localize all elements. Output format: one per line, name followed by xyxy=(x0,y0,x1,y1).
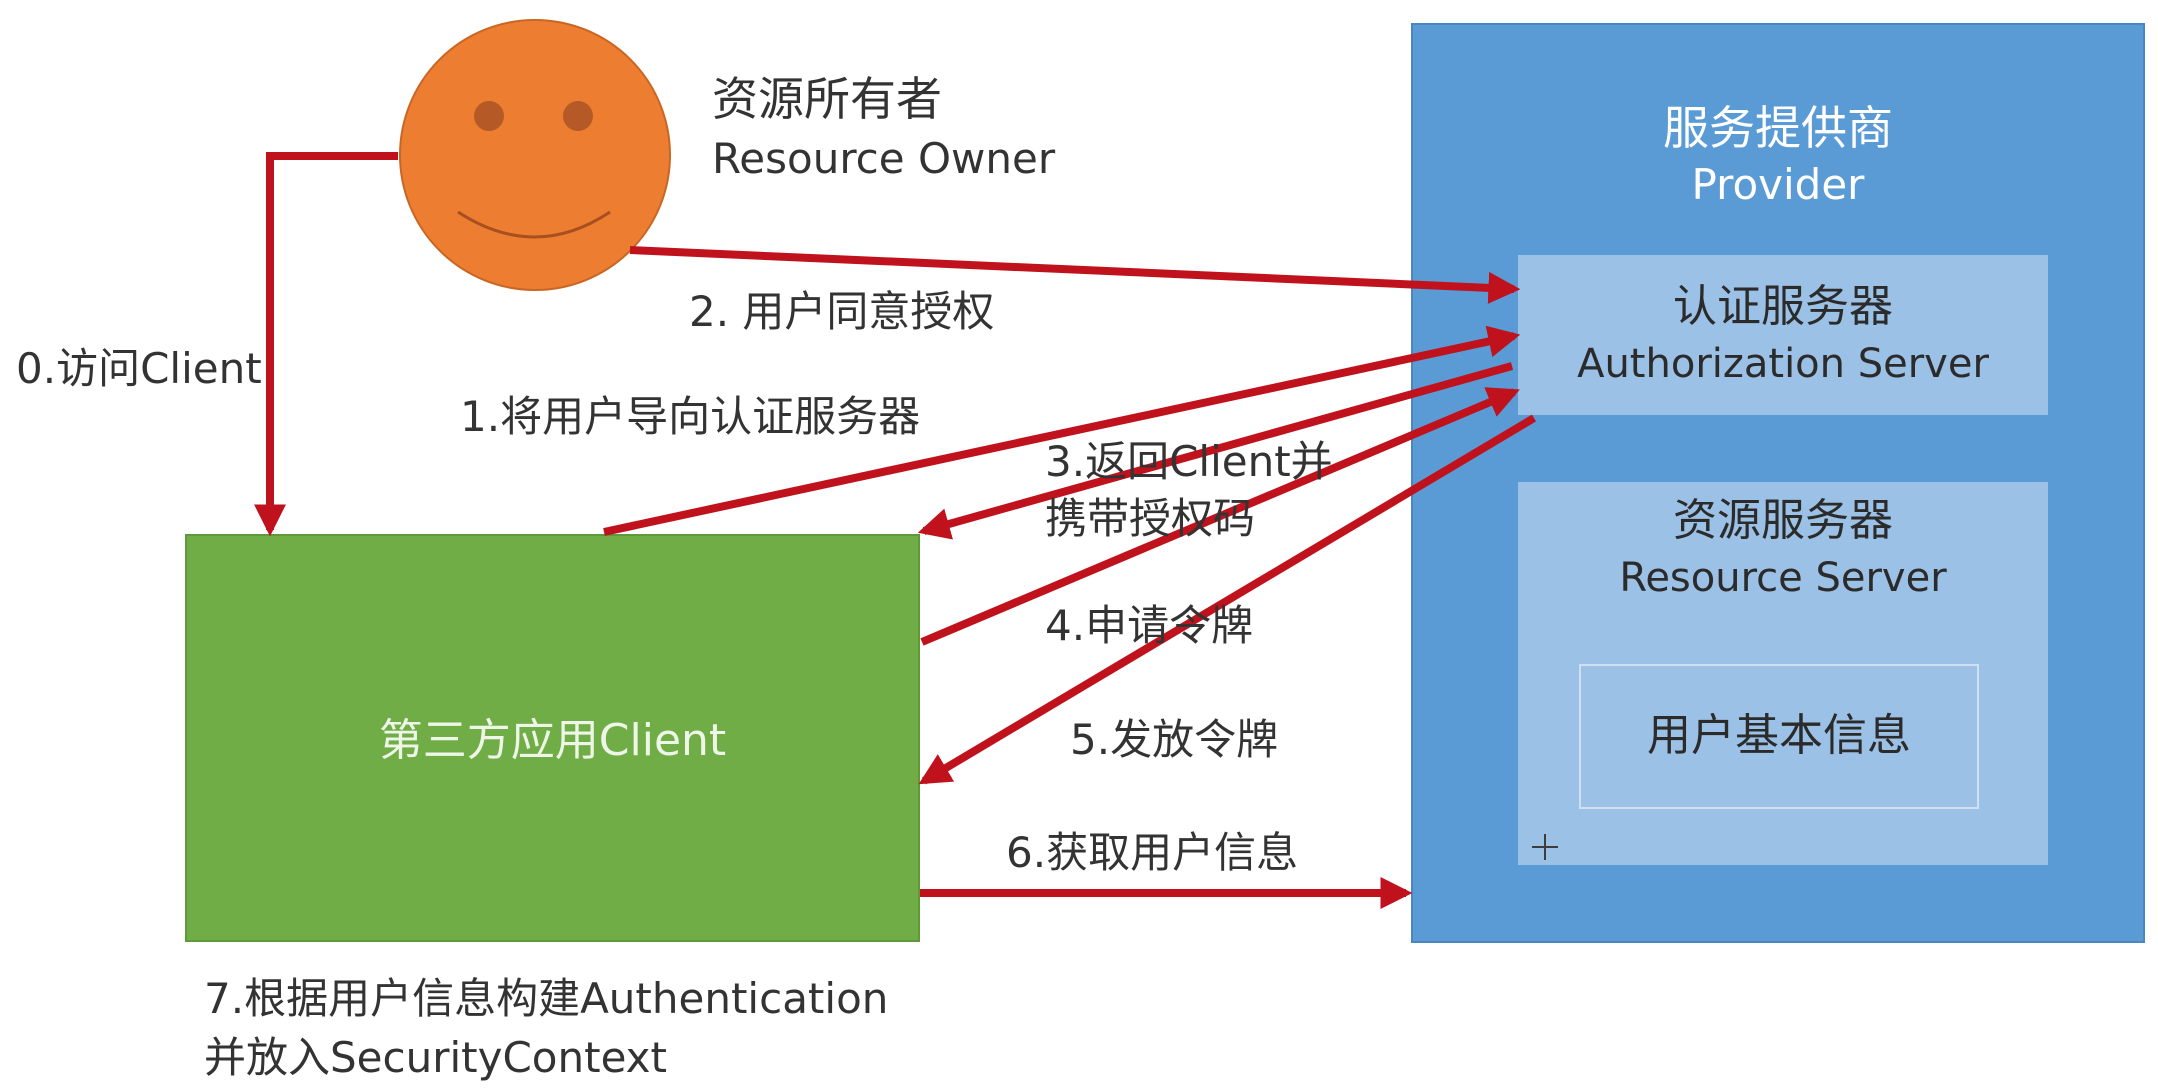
step-0-label: 0.访问Client xyxy=(16,344,262,393)
resource-server-title-cn: 资源服务器 xyxy=(1673,495,1893,546)
authorization-server-title-cn: 认证服务器 xyxy=(1673,281,1893,332)
client-box xyxy=(185,534,920,942)
resource-owner-title-cn: 资源所有者 xyxy=(712,72,942,126)
step-4-label: 4.申请令牌 xyxy=(1045,601,1254,650)
step-6-label: 6.获取用户信息 xyxy=(1006,828,1299,877)
provider-title-en: Provider xyxy=(1691,160,1865,209)
arrow-step-4 xyxy=(920,387,1520,646)
step-3-label-line2: 携带授权码 xyxy=(1045,494,1256,543)
arrow-step-0 xyxy=(254,152,398,537)
resource-server-box xyxy=(1518,482,2048,865)
authorization-server-title-en: Authorization Server xyxy=(1577,341,1989,387)
provider-title-cn: 服务提供商 xyxy=(1663,101,1893,155)
resource-server-title-en: Resource Server xyxy=(1619,555,1947,601)
step-1-label: 1.将用户导向认证服务器 xyxy=(460,392,921,441)
step-7-label-line2: 并放入SecurityContext xyxy=(204,1033,668,1082)
resource-owner-title-en: Resource Owner xyxy=(712,134,1056,183)
step-7-label-line1: 7.根据用户信息构建Authentication xyxy=(204,974,889,1023)
step-2-label: 2. 用户同意授权 xyxy=(689,287,995,336)
step-5-label: 5.发放令牌 xyxy=(1070,715,1279,764)
arrow-step-5 xyxy=(918,414,1537,785)
arrow-step-1 xyxy=(603,325,1521,536)
user-info-box xyxy=(1579,664,1979,809)
client-title: 第三方应用Client xyxy=(378,715,727,766)
step-3-label-line1: 3.返回Client并 xyxy=(1045,437,1333,486)
authorization-server-box xyxy=(1518,255,2048,415)
arrow-step-3 xyxy=(917,362,1514,540)
cursor-crosshair-icon xyxy=(1532,834,1558,860)
user-info-label: 用户基本信息 xyxy=(1647,710,1911,761)
resource-owner-face-icon xyxy=(399,19,671,291)
arrow-step-2 xyxy=(629,246,1521,304)
